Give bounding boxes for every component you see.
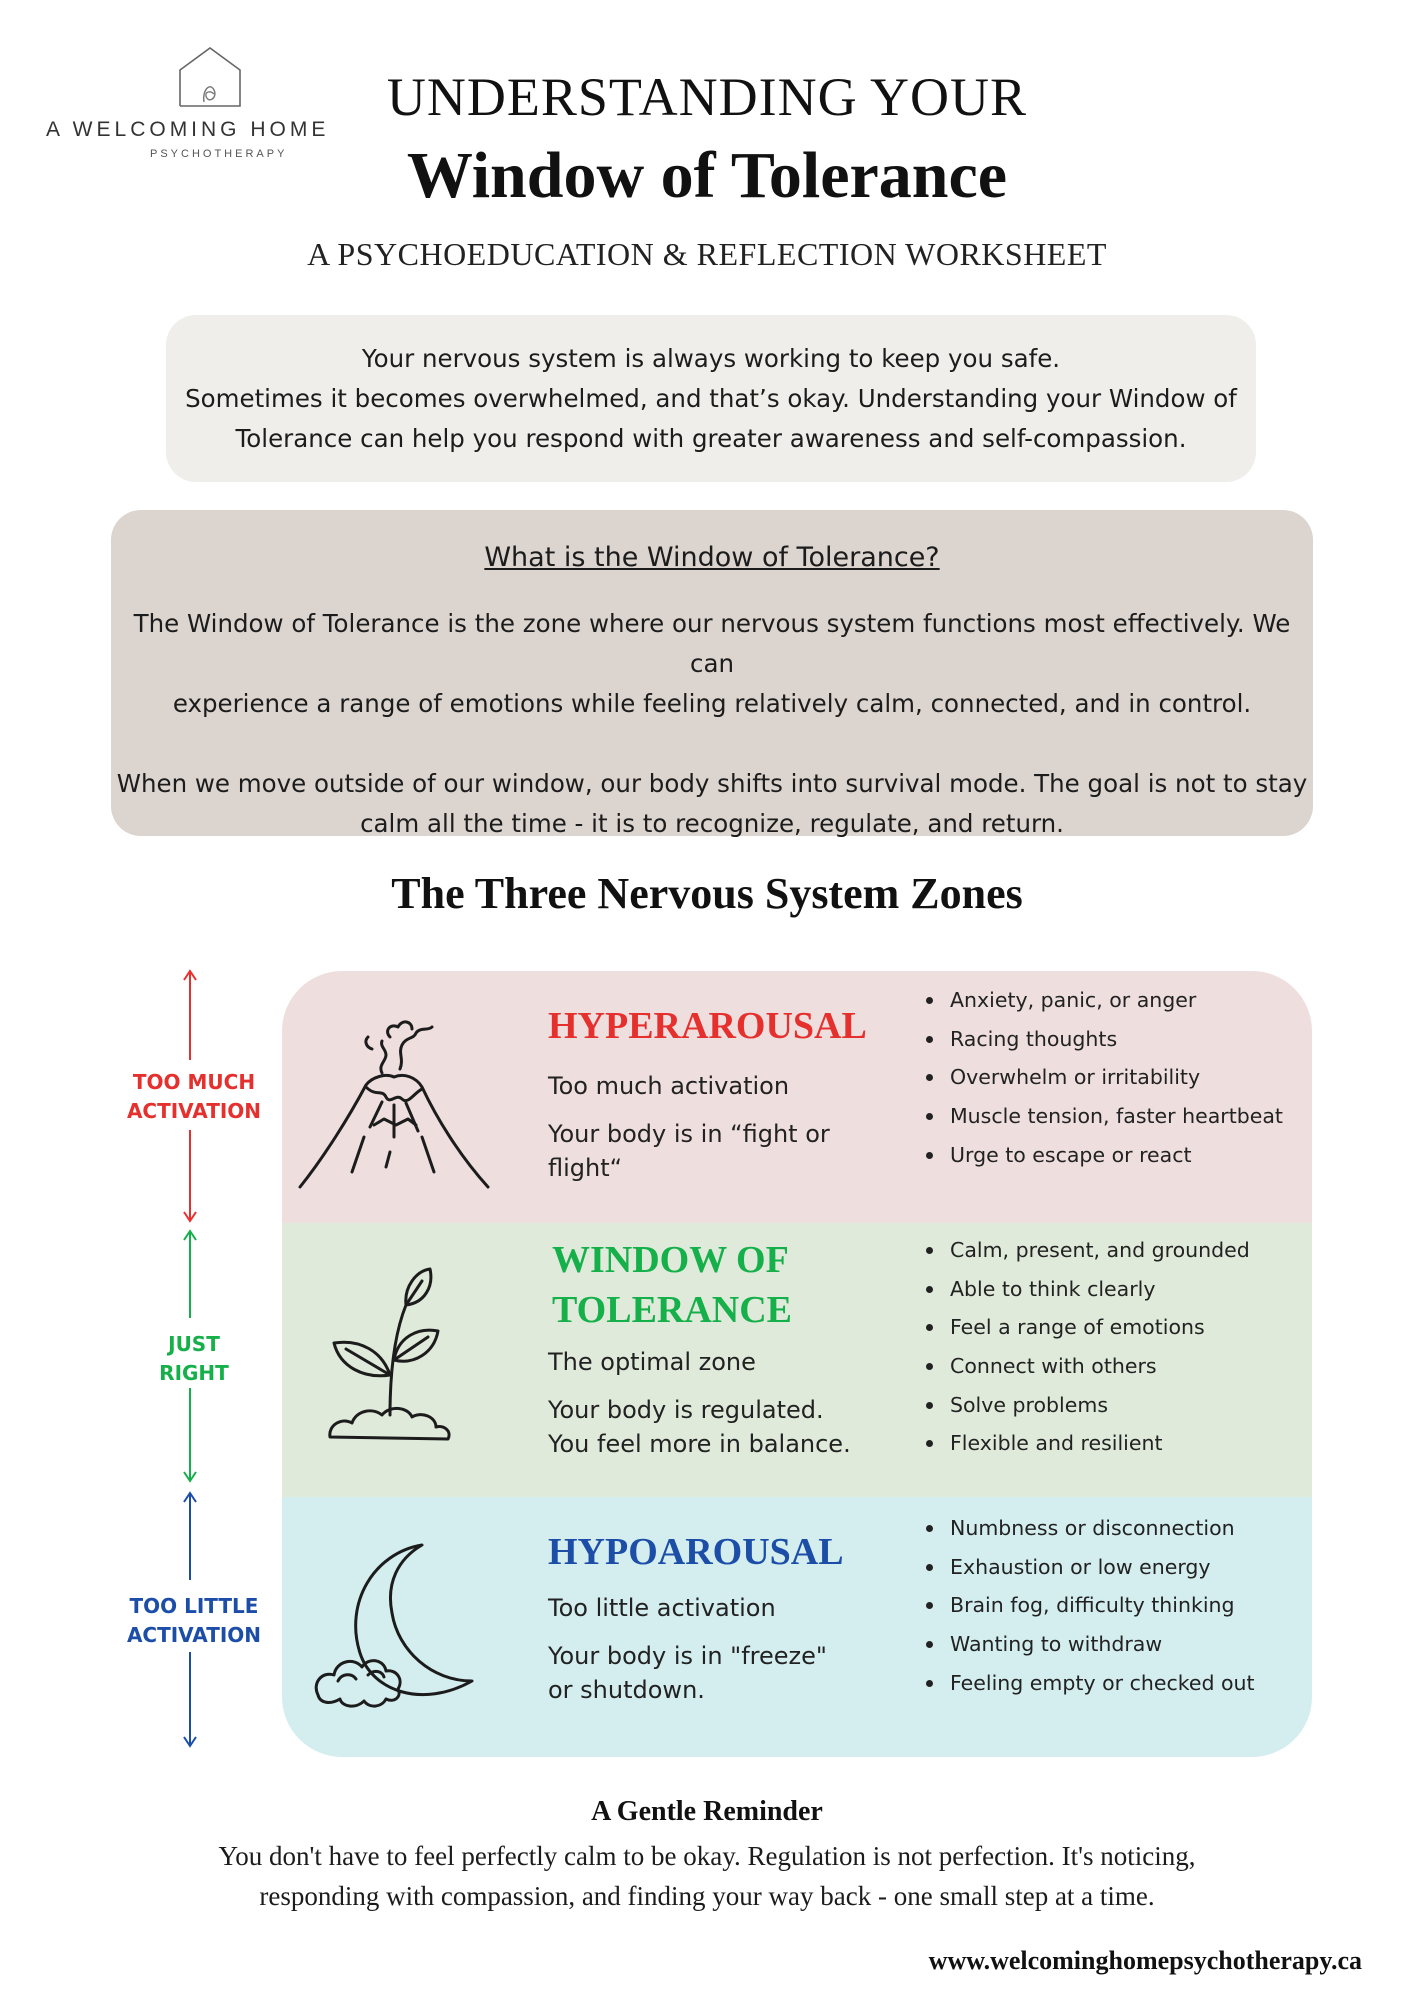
text-line: calm all the time - it is to recognize, … (360, 809, 1064, 838)
zone-hypoarousal: HYPOAROUSAL Too little activation Your b… (282, 1497, 1312, 1757)
title-line-1: UNDERSTANDING YOUR (386, 67, 1028, 127)
side-label-line: RIGHT (159, 1361, 229, 1385)
side-label-line: TOO MUCH (132, 1070, 256, 1094)
zone-subtitle: Too much activation (548, 1072, 790, 1100)
text-line: Your body is regulated. (548, 1396, 824, 1424)
intro-box: Your nervous system is always working to… (166, 315, 1256, 482)
zone-description: Your body is regulated. You feel more in… (548, 1393, 851, 1461)
blue-arrow-down (183, 1652, 197, 1748)
text-line: You feel more in balance. (548, 1430, 851, 1458)
list-item: Connect with others (922, 1347, 1250, 1386)
list-item: Urge to escape or react (922, 1136, 1283, 1175)
text-line: When we move outside of our window, our … (116, 769, 1308, 798)
text-line: The Window of Tolerance is the zone wher… (133, 609, 1291, 678)
text-line: experience a range of emotions while fee… (172, 689, 1252, 718)
zone-hyperarousal: HYPERAROUSAL Too much activation Your bo… (282, 971, 1312, 1223)
house-icon (179, 47, 241, 107)
list-item: Solve problems (922, 1386, 1250, 1425)
zone-name: HYPOAROUSAL (548, 1531, 844, 1573)
zone-name: WINDOW OF TOLERANCE (552, 1235, 792, 1335)
list-item: Exhaustion or low energy (922, 1548, 1255, 1587)
text-line: You don't have to feel perfectly calm to… (218, 1841, 1196, 1871)
symptom-list: Anxiety, panic, or anger Racing thoughts… (922, 981, 1283, 1174)
symptom-list: Numbness or disconnection Exhaustion or … (922, 1509, 1255, 1702)
zone-name: HYPERAROUSAL (548, 1005, 867, 1047)
zone-subtitle: The optimal zone (548, 1348, 756, 1376)
side-label-hypoarousal: TOO LITTLE ACTIVATION (104, 1592, 284, 1650)
definition-paragraph: When we move outside of our window, our … (111, 764, 1313, 844)
logo-name: A WELCOMING HOME (46, 118, 330, 141)
brand-logo: A WELCOMING HOME PSYCHOTHERAPY (40, 40, 360, 170)
text-line: Your body is in “fight or (548, 1120, 830, 1148)
volcano-icon (298, 1020, 490, 1189)
list-item: Muscle tension, faster heartbeat (922, 1097, 1283, 1136)
subtitle: A PSYCHOEDUCATION & REFLECTION WORKSHEET (307, 236, 1107, 272)
green-arrow-up (183, 1229, 197, 1318)
side-label-line: TOO LITTLE (129, 1594, 259, 1618)
zone-description: Your body is in "freeze" or shutdown. (548, 1639, 827, 1707)
definition-paragraph: The Window of Tolerance is the zone wher… (111, 604, 1313, 724)
page-title: Window of Tolerance (406, 139, 1008, 212)
side-label-line: ACTIVATION (126, 1099, 262, 1123)
zone-name-line: WINDOW OF (552, 1239, 789, 1281)
zone-window-of-tolerance: WINDOW OF TOLERANCE The optimal zone You… (282, 1223, 1312, 1497)
definition-box: What is the Window of Tolerance? The Win… (111, 510, 1313, 838)
red-arrow-up (183, 969, 197, 1060)
moon-cloud-icon (314, 1543, 474, 1708)
list-item: Flexible and resilient (922, 1424, 1250, 1463)
list-item: Numbness or disconnection (922, 1509, 1255, 1548)
zones-panel: HYPERAROUSAL Too much activation Your bo… (282, 971, 1312, 1757)
reminder-title: A Gentle Reminder (591, 1796, 823, 1827)
sprout-icon (328, 1267, 451, 1441)
text-line: or shutdown. (548, 1676, 705, 1704)
reminder-text: You don't have to feel perfectly calm to… (100, 1836, 1314, 1916)
intro-line: Sometimes it becomes overwhelmed, and th… (185, 384, 1237, 413)
intro-line: Tolerance can help you respond with grea… (235, 424, 1187, 453)
list-item: Anxiety, panic, or anger (922, 981, 1283, 1020)
text-line: flight“ (548, 1154, 623, 1182)
side-label-hyperarousal: TOO MUCH ACTIVATION (104, 1068, 284, 1126)
website-link[interactable]: www.welcominghomepsychotherapy.ca (928, 1946, 1362, 1975)
list-item: Racing thoughts (922, 1020, 1283, 1059)
side-label-window: JUST RIGHT (104, 1330, 284, 1388)
list-item: Calm, present, and grounded (922, 1231, 1250, 1270)
text-line: Your body is in "freeze" (548, 1642, 827, 1670)
definition-heading: What is the Window of Tolerance? (484, 542, 940, 573)
blue-arrow-up (183, 1491, 197, 1580)
list-item: Overwhelm or irritability (922, 1058, 1283, 1097)
text-line: responding with compassion, and finding … (259, 1881, 1155, 1911)
side-label-line: JUST (168, 1332, 220, 1356)
side-label-line: ACTIVATION (126, 1623, 262, 1647)
list-item: Wanting to withdraw (922, 1625, 1255, 1664)
intro-line: Your nervous system is always working to… (361, 344, 1061, 373)
zone-description: Your body is in “fight or flight“ (548, 1117, 830, 1185)
list-item: Brain fog, difficulty thinking (922, 1586, 1255, 1625)
logo-tagline: PSYCHOTHERAPY (150, 148, 288, 160)
zones-heading: The Three Nervous System Zones (391, 869, 1023, 918)
list-item: Feeling empty or checked out (922, 1664, 1255, 1703)
list-item: Able to think clearly (922, 1270, 1250, 1309)
list-item: Feel a range of emotions (922, 1308, 1250, 1347)
zone-subtitle: Too little activation (548, 1594, 776, 1622)
side-arrows (183, 969, 197, 1748)
red-arrow-down (183, 1130, 197, 1223)
zone-name-line: TOLERANCE (552, 1289, 793, 1331)
green-arrow-down (183, 1388, 197, 1483)
symptom-list: Calm, present, and grounded Able to thin… (922, 1231, 1250, 1463)
